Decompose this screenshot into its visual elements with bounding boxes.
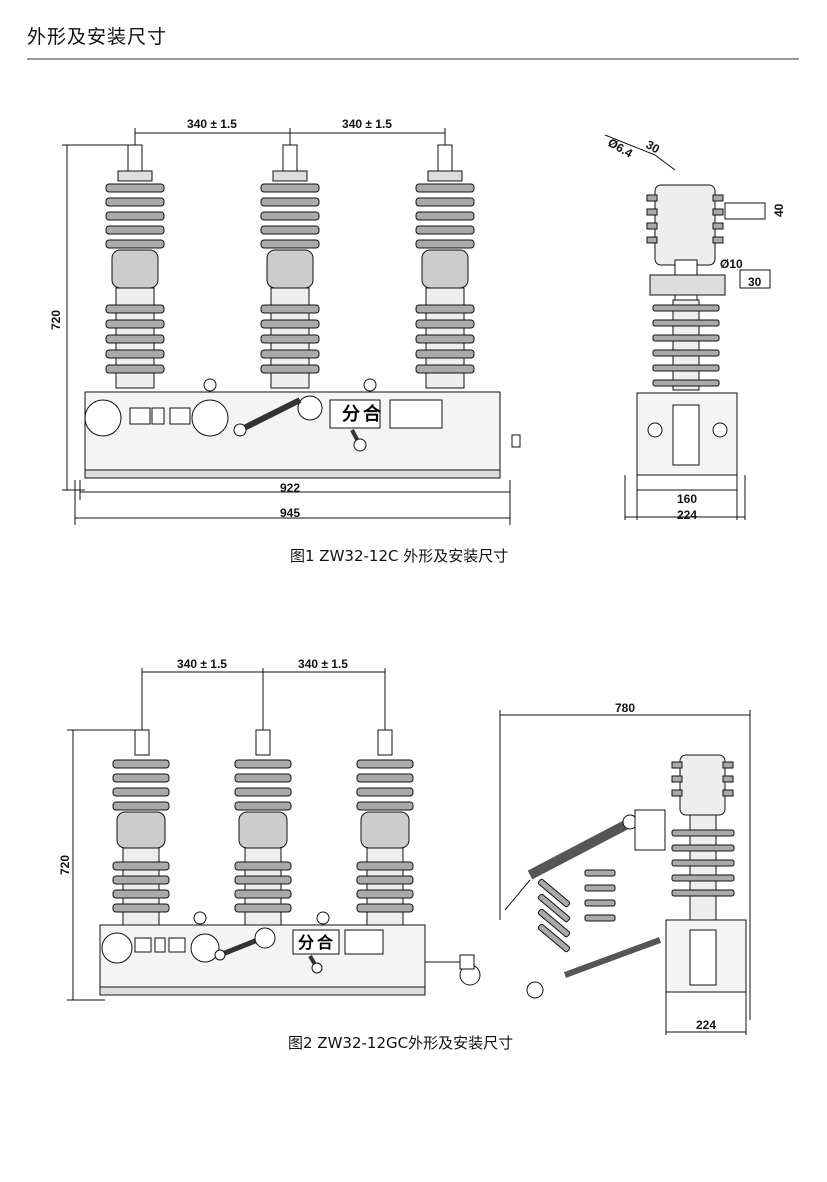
f2-dim-spacing-left: 340 ± 1.5 <box>177 657 227 671</box>
f1-side-dim-40: 40 <box>772 203 786 217</box>
f2-side-upper-housing <box>679 754 726 816</box>
f2-pole-2 <box>234 729 292 929</box>
f1-dim-spacing-left: 340 ± 1.5 <box>187 117 237 131</box>
f2-pole-1 <box>112 729 170 929</box>
f1-side-dim-width-inner: 160 <box>677 492 697 506</box>
f1-dim-spacing-right: 340 ± 1.5 <box>342 117 392 131</box>
f2-dim-spacing-right: 340 ± 1.5 <box>298 657 348 671</box>
figure2-caption: 图2 ZW32-12GC外形及安装尺寸 <box>288 1034 514 1052</box>
f2-dim-height: 720 <box>58 855 72 875</box>
f1-label-close: 合 <box>363 403 382 424</box>
f1-side-dim-diameter-10: Ø10 <box>720 257 743 271</box>
f2-label-open: 分 <box>298 934 314 952</box>
figure1-front-drawing: 340 ± 1.5 340 ± 1.5 720 <box>49 117 521 525</box>
figure2-front-drawing: 340 ± 1.5 340 ± 1.5 720 <box>58 657 481 1001</box>
f1-side-dim-width-outer: 224 <box>677 508 697 522</box>
f1-dim-width-outer: 945 <box>280 506 300 520</box>
page-title: 外形及安装尺寸 <box>27 26 168 48</box>
f1-side-dim-30-right: 30 <box>748 275 762 289</box>
f1-side-dim-30-top: 30 <box>644 137 663 156</box>
header-divider <box>27 58 799 60</box>
f2-pole-3 <box>356 729 414 929</box>
f1-pole-1 <box>105 144 165 389</box>
figure1-caption: 图1 ZW32-12C 外形及安装尺寸 <box>290 547 509 565</box>
f1-dim-height: 720 <box>49 310 63 330</box>
f1-pole-3 <box>415 144 475 389</box>
f1-side-dim-diameter: Ø6.4 <box>606 135 636 160</box>
f2-side-disconnect-insulator <box>537 869 616 953</box>
f2-label-close: 合 <box>317 933 334 952</box>
f1-dim-width-inner: 922 <box>280 481 300 495</box>
f2-side-dim-width-bottom: 224 <box>696 1018 716 1032</box>
f1-side-upper-housing <box>654 184 716 266</box>
figure1-side-drawing: Ø6.4 30 40 Ø10 30 160 <box>604 134 786 522</box>
f1-label-open: 分 <box>342 404 360 424</box>
f1-mechanism-housing <box>84 378 521 479</box>
f2-side-dim-width-top: 780 <box>615 701 635 715</box>
figure2-side-drawing: 780 <box>499 701 751 1035</box>
f2-mechanism-housing <box>99 911 481 996</box>
f1-pole-2 <box>260 144 320 389</box>
